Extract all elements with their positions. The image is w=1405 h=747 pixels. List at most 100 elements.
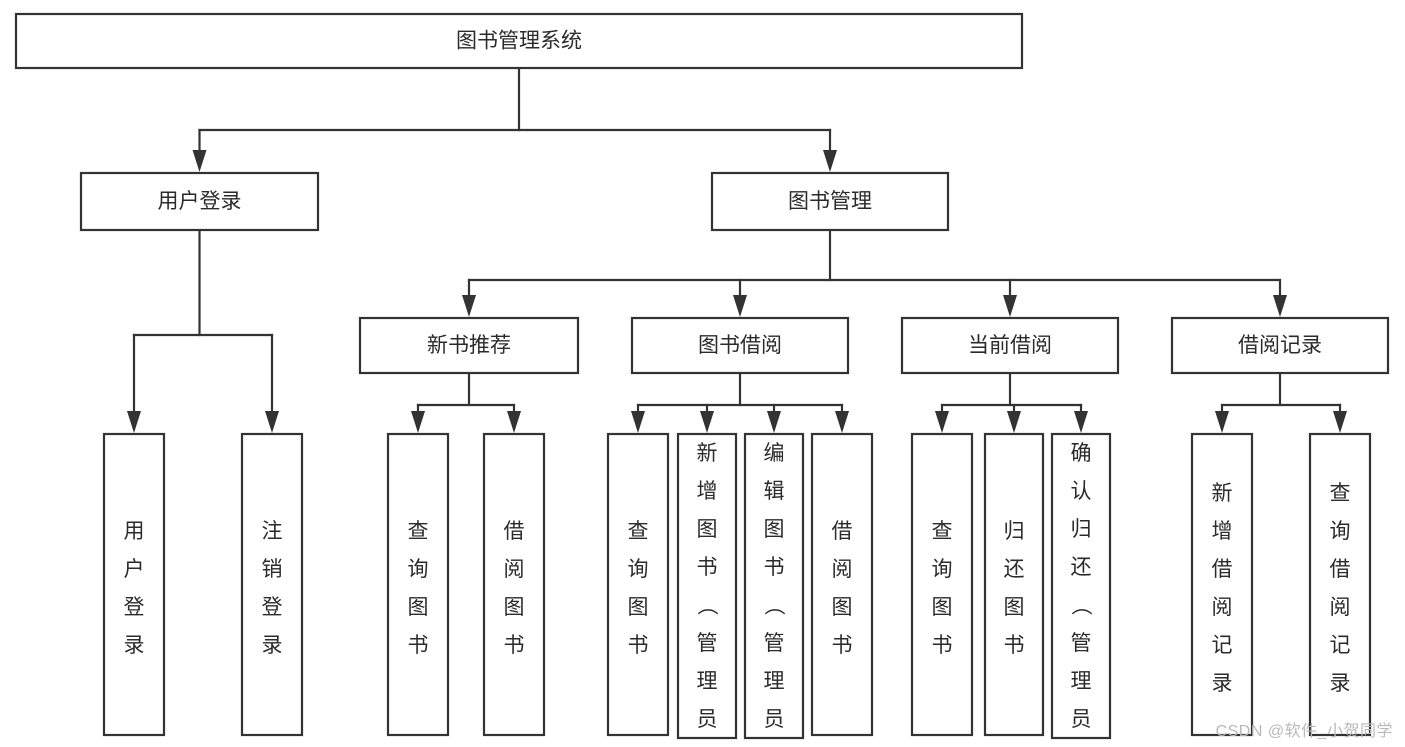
node-root[interactable]: 图书管理系统 <box>14 12 1024 70</box>
node-box-book-borrow[interactable] <box>630 316 850 375</box>
node-label-char: 图 <box>832 596 853 619</box>
node-label-char: 书 <box>932 634 953 657</box>
node-label-char: 管 <box>764 632 785 655</box>
arrow-head-icon <box>1273 295 1287 317</box>
node-label-char: 销 <box>262 558 283 581</box>
node-box-leaf-user-login[interactable] <box>102 432 166 737</box>
node-box-leaf-add-borrow-record[interactable] <box>1190 432 1254 737</box>
node-label-book-borrow: 图书借阅 <box>698 334 782 357</box>
node-box-leaf-query-borrow-record[interactable] <box>1308 432 1372 737</box>
node-box-leaf-query-books-current[interactable] <box>910 432 974 737</box>
node-label-char: 录 <box>1212 672 1233 695</box>
node-label-char: 录 <box>1330 672 1351 695</box>
node-label-char: 图 <box>932 596 953 619</box>
node-label-char: 员 <box>697 708 718 731</box>
node-borrow-records[interactable]: 借阅记录 <box>1170 316 1390 375</box>
node-box-leaf-logout[interactable] <box>240 432 304 737</box>
node-new-book-recommend[interactable]: 新书推荐 <box>358 316 580 375</box>
node-label-char: 阅 <box>1330 596 1351 619</box>
node-label-char: 登 <box>262 596 283 619</box>
node-label-char: 管 <box>697 632 718 655</box>
node-label-char: 图 <box>697 518 718 541</box>
node-box-user-login[interactable] <box>79 171 320 232</box>
node-label-char: 书 <box>832 634 853 657</box>
node-box-new-book-recommend[interactable] <box>358 316 580 375</box>
node-label-char: 注 <box>262 520 283 543</box>
node-book-management[interactable]: 图书管理 <box>710 171 950 232</box>
node-current-borrow[interactable]: 当前借阅 <box>900 316 1120 375</box>
node-box-book-management[interactable] <box>710 171 950 232</box>
node-label-char: 图 <box>504 596 525 619</box>
node-label-char: 图 <box>628 596 649 619</box>
node-label-char: 查 <box>408 520 429 543</box>
node-label-user-login: 用户登录 <box>158 190 242 213</box>
node-label-char: 增 <box>1212 520 1233 543</box>
node-label-borrow-records: 借阅记录 <box>1238 334 1322 357</box>
node-box-leaf-return-books[interactable] <box>983 432 1045 737</box>
node-leaf-user-login[interactable]: 用户登录 <box>102 432 166 737</box>
node-label-char: 理 <box>697 670 718 693</box>
node-label-char: 认 <box>1071 480 1092 503</box>
node-label-char: 用 <box>124 520 145 543</box>
node-box-leaf-edit-book-admin[interactable] <box>743 432 805 740</box>
node-box-leaf-query-books-borrow[interactable] <box>606 432 670 737</box>
arrow-head-icon <box>823 150 837 172</box>
node-label-char: 图 <box>764 518 785 541</box>
node-label-char: 书 <box>697 556 718 579</box>
node-label-current-borrow: 当前借阅 <box>968 334 1052 357</box>
node-label-char: 图 <box>408 596 429 619</box>
node-label-char: 理 <box>764 670 785 693</box>
node-label-char: 员 <box>764 708 785 731</box>
node-label-book-management: 图书管理 <box>788 190 872 213</box>
arrow-head-icon <box>1333 411 1347 433</box>
node-label-char: （ <box>762 595 785 616</box>
node-label-char: 借 <box>504 520 525 543</box>
node-box-borrow-records[interactable] <box>1170 316 1390 375</box>
node-label-char: 归 <box>1004 520 1025 543</box>
node-box-root[interactable] <box>14 12 1024 70</box>
node-label-char: 记 <box>1212 634 1233 657</box>
node-box-leaf-borrow-books-recommend[interactable] <box>482 432 546 737</box>
node-box-leaf-borrow-books-borrow[interactable] <box>810 432 874 737</box>
node-label-char: 查 <box>932 520 953 543</box>
node-label-char: 书 <box>1004 634 1025 657</box>
node-label-char: 阅 <box>504 558 525 581</box>
node-user-login[interactable]: 用户登录 <box>79 171 320 232</box>
node-label-char: 录 <box>124 634 145 657</box>
node-label-char: 户 <box>124 558 145 581</box>
node-label-char: 归 <box>1071 518 1092 541</box>
node-label-char: 管 <box>1071 632 1092 655</box>
node-label-char: 书 <box>504 634 525 657</box>
node-box-leaf-query-books-recommend[interactable] <box>386 432 450 737</box>
node-box-current-borrow[interactable] <box>900 316 1120 375</box>
arrow-head-icon <box>1007 411 1021 433</box>
node-label-new-book-recommend: 新书推荐 <box>427 334 511 357</box>
node-box-leaf-confirm-return-admin[interactable] <box>1050 432 1112 740</box>
node-label-char: 编 <box>764 442 785 465</box>
node-label-char: （ <box>695 595 718 616</box>
node-book-borrow[interactable]: 图书借阅 <box>630 316 850 375</box>
node-box-leaf-add-book-admin[interactable] <box>676 432 738 740</box>
node-label-char: 询 <box>628 558 649 581</box>
arrow-head-icon <box>1215 411 1229 433</box>
node-label-char: 查 <box>1330 482 1351 505</box>
arrow-head-icon <box>507 411 521 433</box>
node-label-char: 询 <box>1330 520 1351 543</box>
node-label-char: 辑 <box>764 480 785 503</box>
arrow-head-icon <box>127 411 141 433</box>
node-label-char: 确 <box>1071 442 1092 465</box>
node-label-char: 新 <box>1212 482 1233 505</box>
